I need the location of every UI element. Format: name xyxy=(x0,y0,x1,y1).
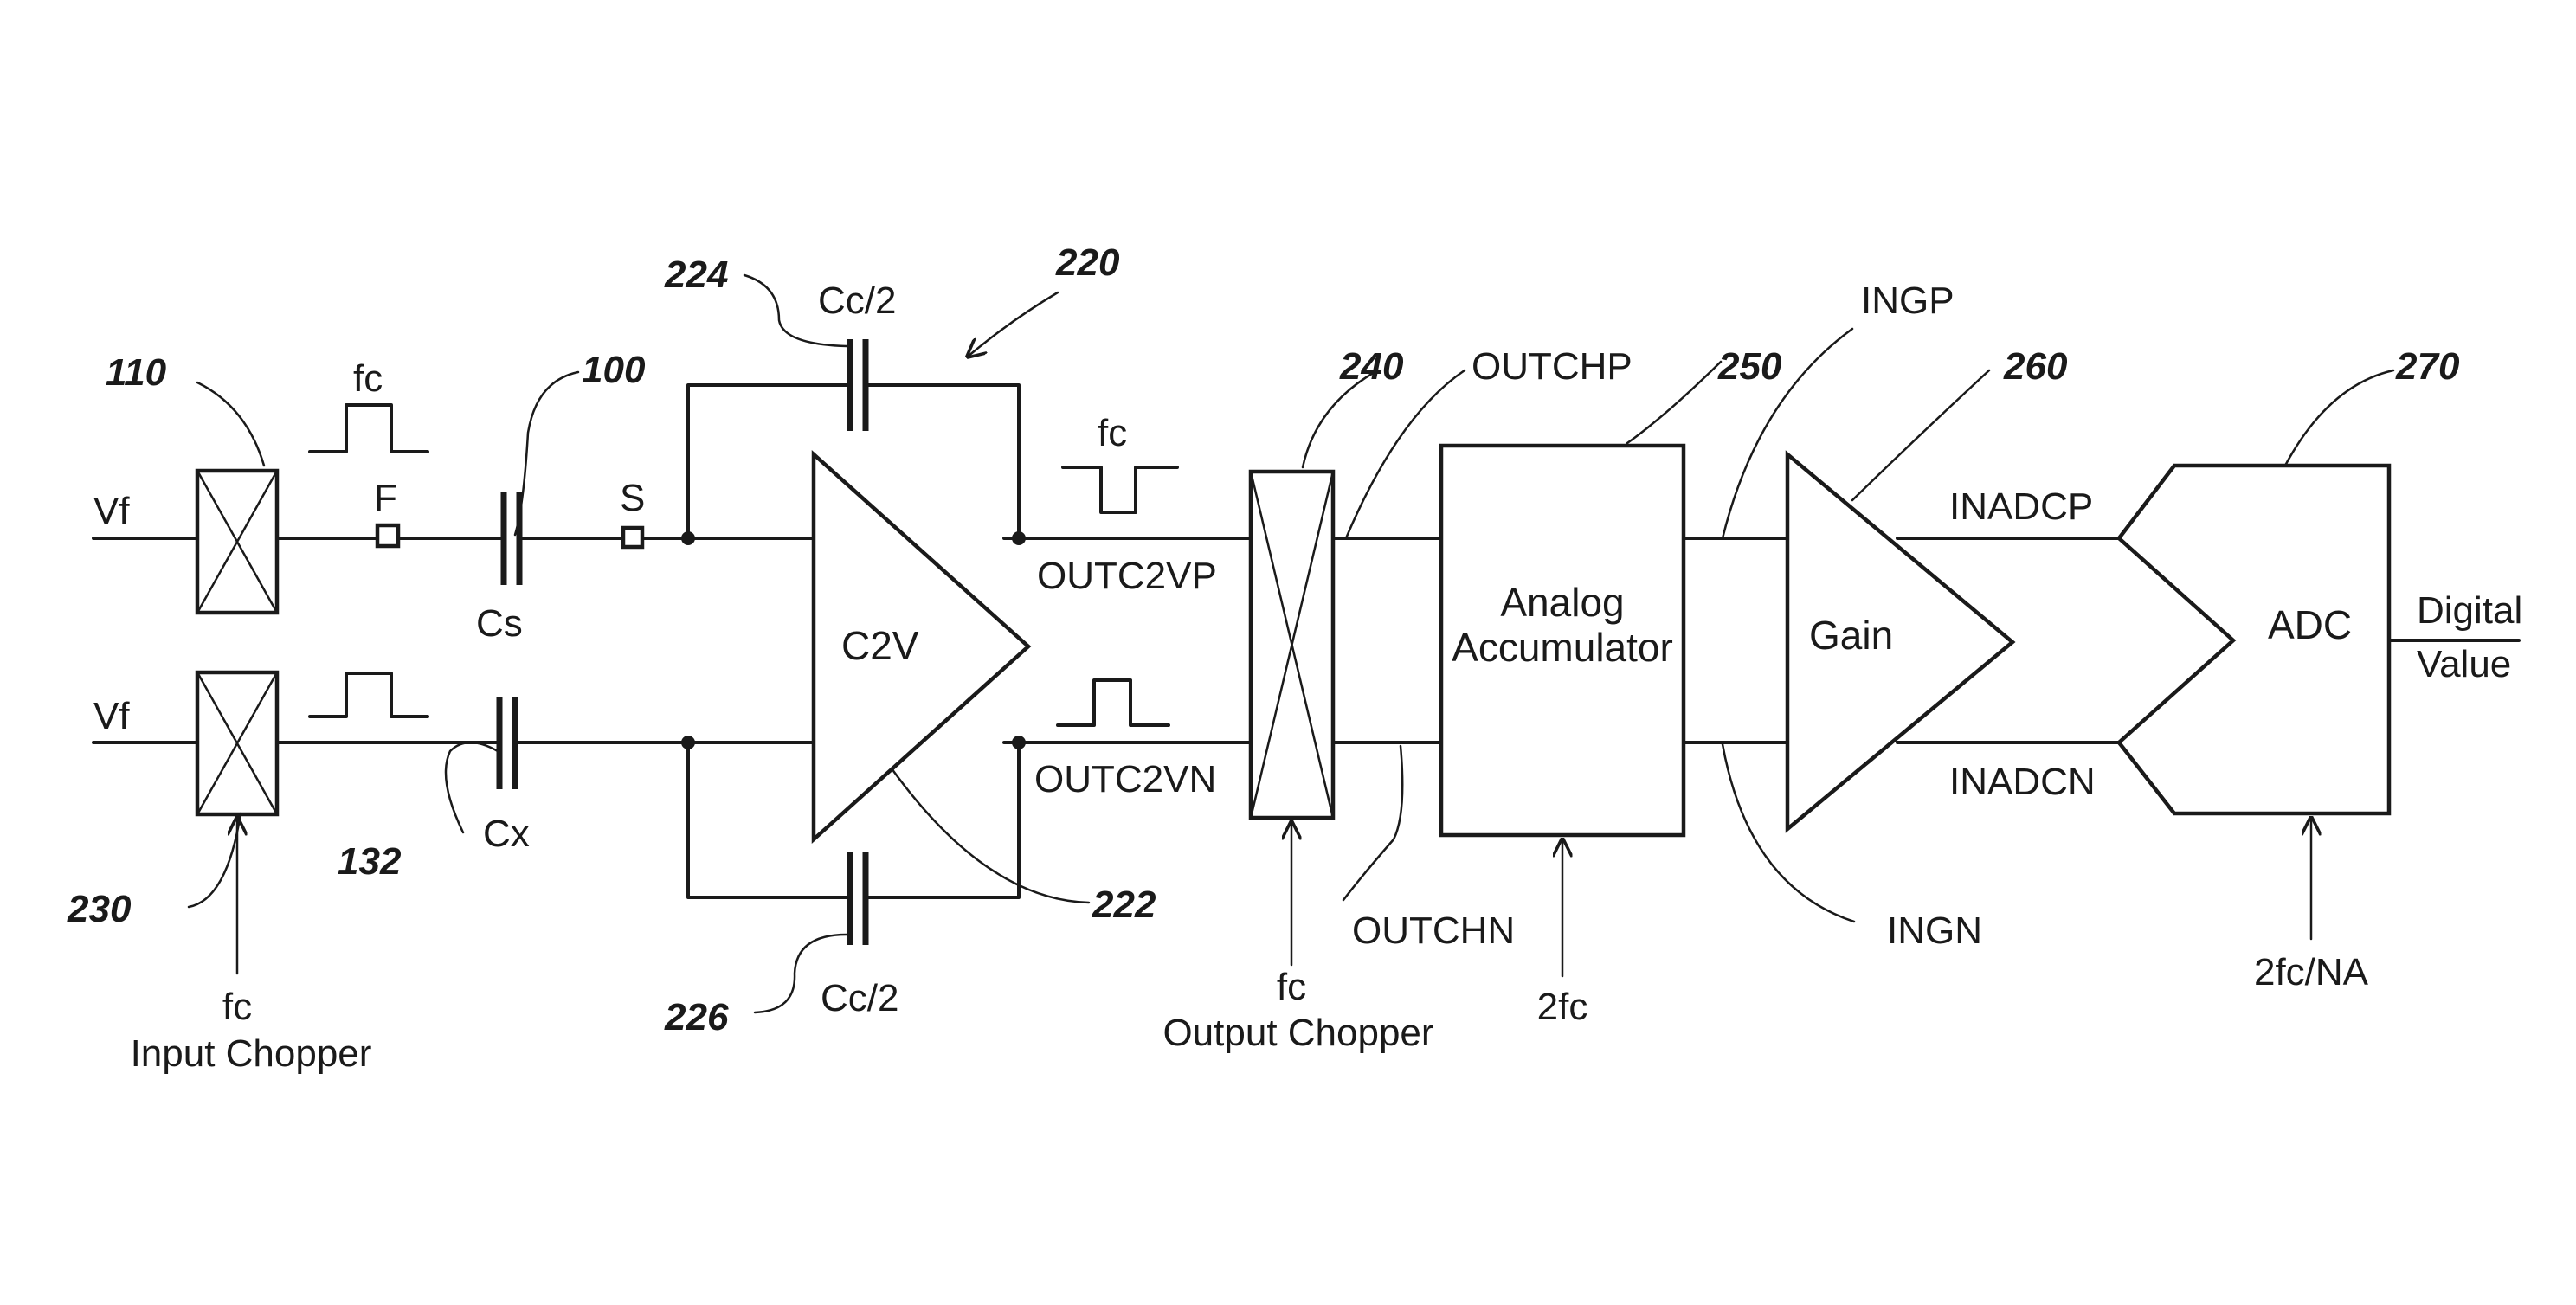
label-outchp: OUTCHP xyxy=(1472,345,1633,388)
label-digital-1: Digital xyxy=(2417,589,2522,632)
input-chopper-bottom xyxy=(197,672,277,814)
label-inadcp: INADCP xyxy=(1949,485,2093,528)
leader-260 xyxy=(1852,370,1989,500)
ref-250: 250 xyxy=(1717,345,1782,388)
ref-100: 100 xyxy=(582,349,646,391)
ref-230: 230 xyxy=(67,888,132,930)
label-cs: Cs xyxy=(476,602,523,645)
label-accumulator-2: Accumulator xyxy=(1452,625,1673,670)
leader-100 xyxy=(515,372,578,535)
ref-110: 110 xyxy=(106,351,167,394)
label-vf-top: Vf xyxy=(93,490,130,532)
label-gain: Gain xyxy=(1809,613,1893,658)
label-fc-output-pulse: fc xyxy=(1098,412,1127,454)
leader-270 xyxy=(2285,370,2393,466)
leader-outchn xyxy=(1343,746,1402,900)
ref-132: 132 xyxy=(338,840,402,883)
label-output-chopper: Output Chopper xyxy=(1162,1012,1433,1054)
pulse-fc-input-top xyxy=(310,405,428,452)
label-adc: ADC xyxy=(2268,602,2352,647)
ref-260: 260 xyxy=(2003,345,2068,388)
label-vf-bottom: Vf xyxy=(93,695,130,737)
label-outc2vp: OUTC2VP xyxy=(1037,555,1217,597)
label-inadcn: INADCN xyxy=(1949,761,2096,803)
label-node-f: F xyxy=(374,477,397,519)
cc-top-right-wire xyxy=(867,385,1019,538)
label-ingn: INGN xyxy=(1887,910,1982,952)
leader-110 xyxy=(197,382,264,466)
pulse-output-bottom xyxy=(1058,680,1169,725)
label-digital-2: Value xyxy=(2417,643,2511,685)
label-fc-input-pulse: fc xyxy=(353,357,383,400)
label-adc-clock: 2fc/NA xyxy=(2254,951,2369,993)
ref-220: 220 xyxy=(1055,241,1120,284)
node-f xyxy=(377,525,398,546)
label-input-chopper-fc: fc xyxy=(222,986,252,1028)
node-s xyxy=(623,528,642,547)
ref-226: 226 xyxy=(664,996,729,1038)
label-cc-bottom: Cc/2 xyxy=(821,977,898,1019)
ref-222: 222 xyxy=(1092,884,1156,926)
label-cx: Cx xyxy=(483,813,530,855)
ref-224: 224 xyxy=(664,254,728,296)
label-outchn: OUTCHN xyxy=(1352,910,1515,952)
output-chopper xyxy=(1251,472,1333,818)
input-chopper-top xyxy=(197,471,277,613)
pulse-input-bottom xyxy=(310,673,428,717)
pulse-fc-output-top xyxy=(1063,467,1177,512)
label-outc2vn: OUTC2VN xyxy=(1034,758,1216,800)
label-ingp: INGP xyxy=(1861,280,1955,322)
leader-230 xyxy=(189,813,241,907)
ref-270: 270 xyxy=(2395,345,2460,388)
leader-250 xyxy=(1627,362,1721,443)
leader-220 xyxy=(968,292,1058,357)
label-input-chopper: Input Chopper xyxy=(131,1032,372,1075)
label-node-s: S xyxy=(620,477,645,519)
label-cc-top: Cc/2 xyxy=(818,280,896,322)
label-accumulator-1: Analog xyxy=(1500,580,1624,625)
label-c2v: C2V xyxy=(841,623,919,668)
ref-240: 240 xyxy=(1339,345,1404,388)
label-accumulator-clock: 2fc xyxy=(1537,986,1588,1028)
label-output-chopper-fc: fc xyxy=(1277,966,1306,1008)
